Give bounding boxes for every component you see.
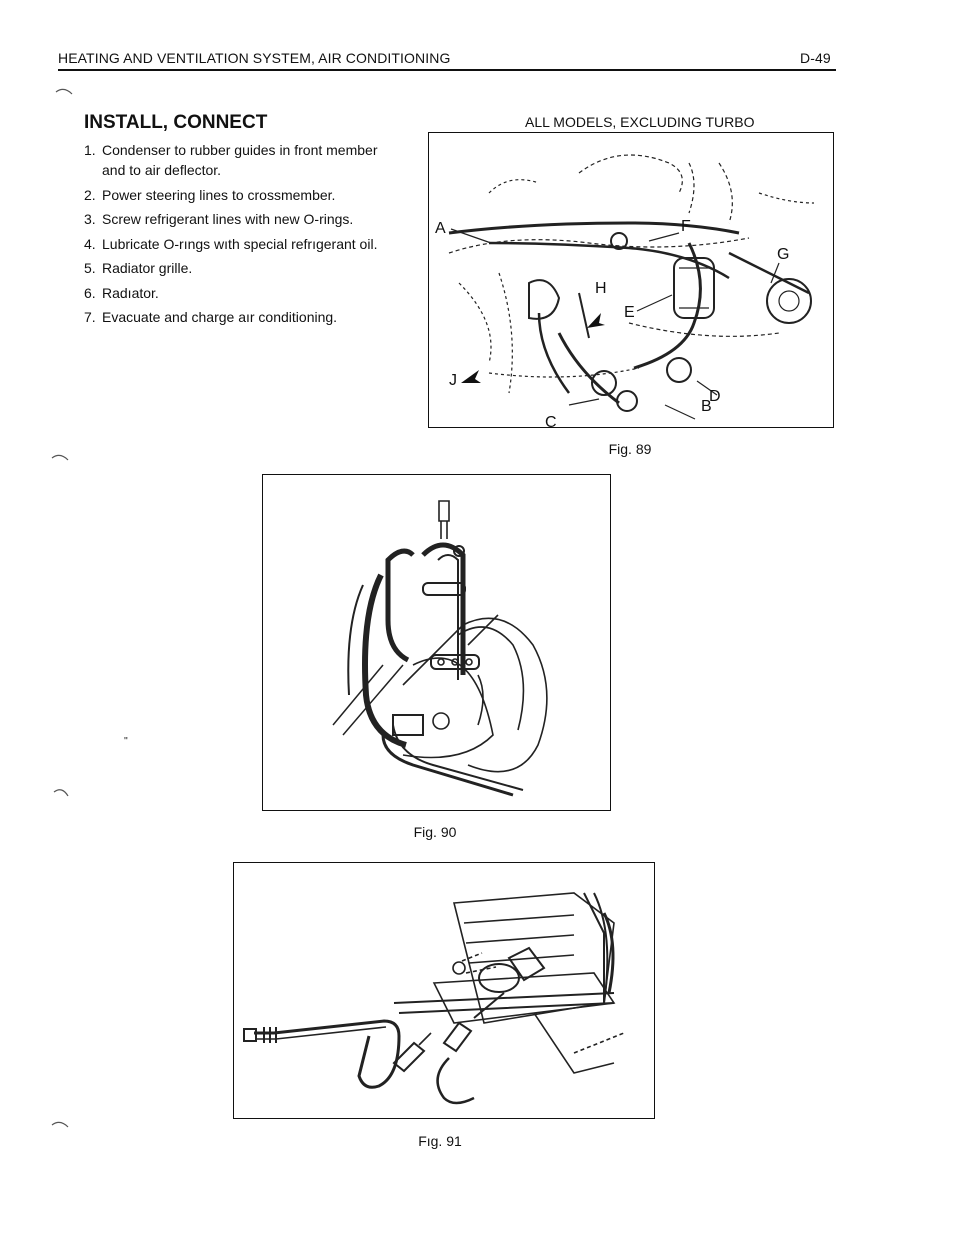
list-item: 7.Evacuate and charge aır conditioning. <box>84 309 338 325</box>
figure-caption: Fig. 89 <box>608 441 652 457</box>
callout-b: B <box>701 398 712 415</box>
figure-89: A B C D E F G H J <box>428 132 834 428</box>
callout-h: H <box>595 280 607 297</box>
section-heading: INSTALL, CONNECT <box>84 112 268 133</box>
step-list: 1.Condenser to rubber guides in front me… <box>84 140 384 332</box>
connection-fitting-illustration <box>332 500 548 797</box>
figure-caption: Fig. 90 <box>413 824 457 840</box>
figure-subtitle: ALL MODELS, EXCLUDING TURBO <box>525 114 755 130</box>
callout-e: E <box>624 304 635 321</box>
list-item: 5.Radiator grille. <box>84 260 193 276</box>
callout-d: D <box>709 388 721 405</box>
figure-90 <box>262 474 611 811</box>
header-rule <box>58 69 836 71</box>
list-item: 6.Radıator. <box>84 284 159 301</box>
callout-f: F <box>681 218 691 235</box>
line-routing-illustration <box>243 892 625 1105</box>
scan-mark: '' <box>124 736 128 747</box>
callout-g: G <box>777 246 789 263</box>
engine-bay-illustration: A B C D E F G H J <box>435 154 815 427</box>
list-item: 2.Power steering lines to crossmember. <box>84 186 336 203</box>
list-item: 4.Lubricate O-rıngs wıth special refrıge… <box>84 235 378 252</box>
callout-a: A <box>435 220 446 237</box>
figure-91 <box>233 862 655 1119</box>
list-item: 3.Screw refrigerant lines with new O-rin… <box>84 211 354 227</box>
page-number: D-49 <box>800 50 831 66</box>
callout-j: J <box>449 372 457 389</box>
callout-c: C <box>545 414 557 427</box>
figure-caption: Fıg. 91 <box>418 1133 462 1149</box>
list-item: 1.Condenser to rubber guides in front me… <box>84 142 378 178</box>
running-header-title: HEATING AND VENTILATION SYSTEM, AIR COND… <box>58 50 451 66</box>
